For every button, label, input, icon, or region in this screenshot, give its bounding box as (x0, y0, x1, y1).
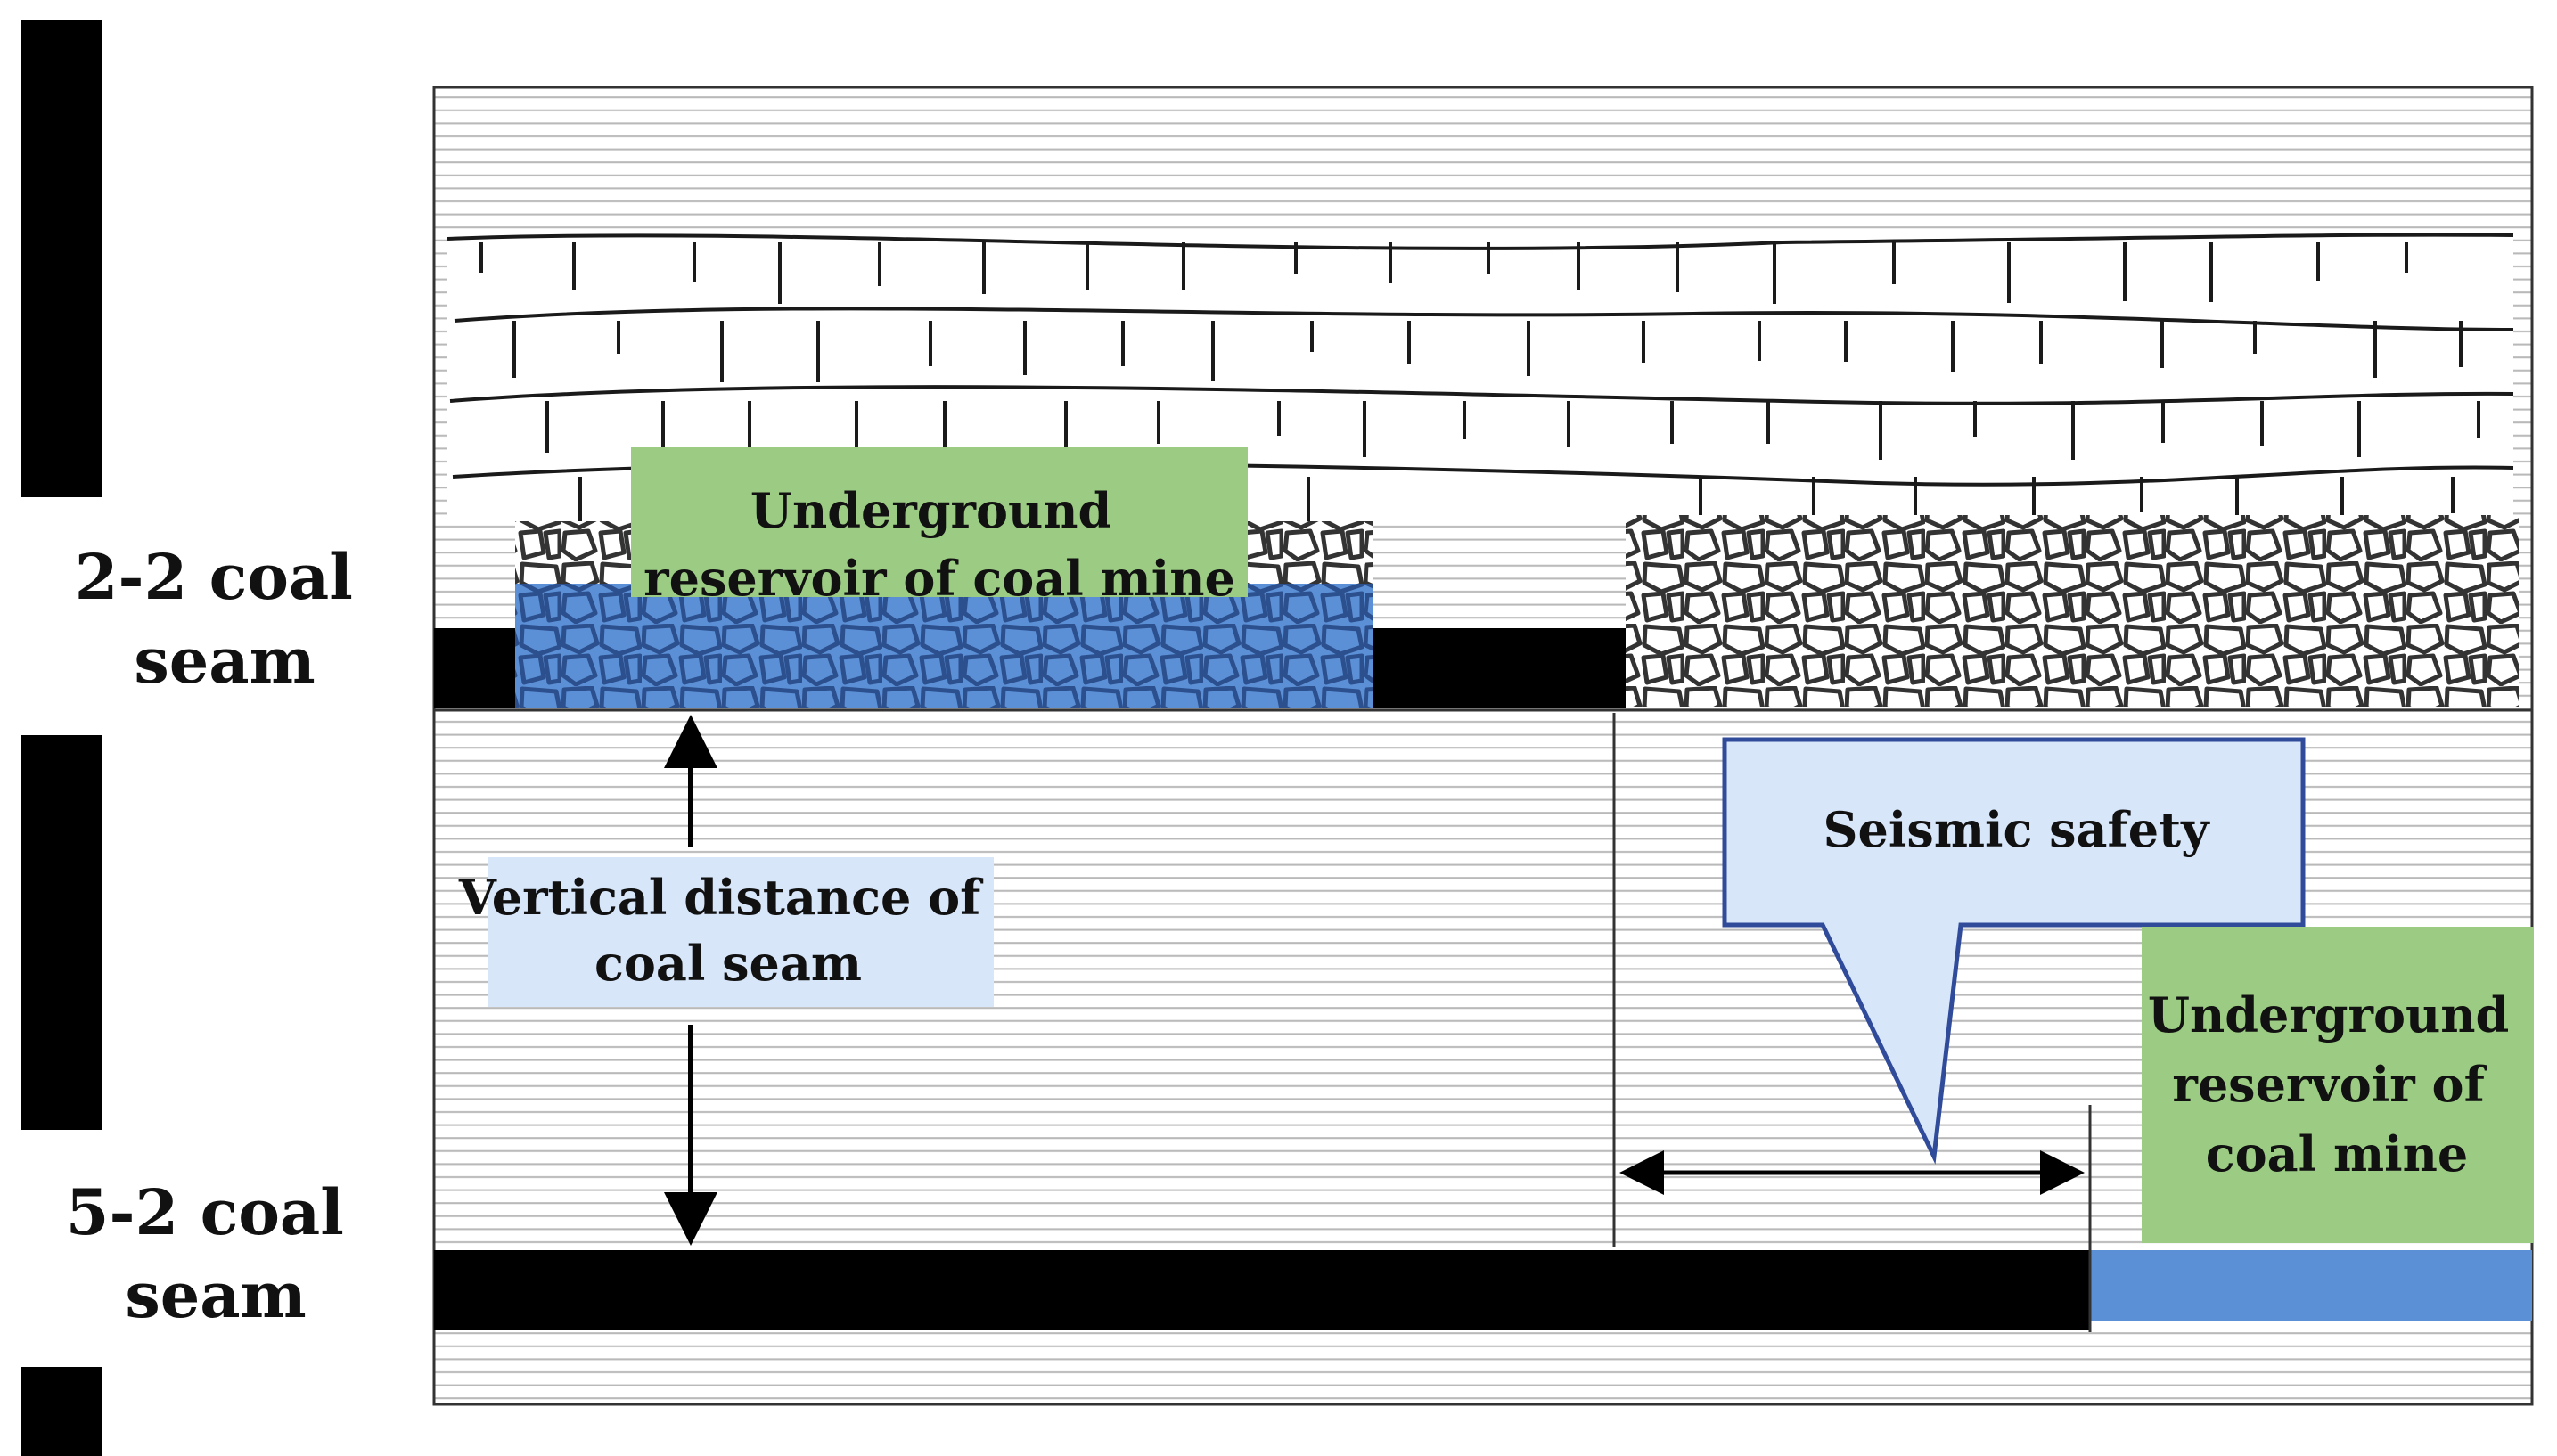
column-coal-bar-top (21, 20, 102, 497)
upper-reservoir-water (515, 584, 1373, 708)
svg-text:Underground reservoir o: Underground reservoir of coal mine (643, 482, 1235, 607)
coal-seam-2-2-middle (1373, 628, 1626, 708)
lower-reservoir-water (2090, 1250, 2532, 1321)
lower-reservoir-label: Underground reservoir of coal mine (2142, 927, 2534, 1243)
coal-seam-5-2 (434, 1250, 2090, 1330)
seismic-safety-callout: Seismic safety (1722, 737, 2306, 1165)
label-2-2-coal-seam: 2-2 coal seam (75, 540, 374, 698)
vertical-distance-label: Vertical distance of coal seam (458, 857, 997, 1007)
column-coal-bar-middle (21, 735, 102, 1130)
svg-text:Seismic safety: Seismic safety (1824, 801, 2211, 858)
right-gob-rubble (1626, 515, 2519, 707)
coal-seam-2-2-left (434, 628, 515, 708)
stratigraphic-column (21, 20, 102, 1456)
column-coal-bar-bottom (21, 1367, 102, 1456)
svg-text:Underground reservoir o: Underground reservoir of coal mine (2148, 986, 2526, 1182)
label-5-2-coal-seam: 5-2 coal seam (66, 1175, 365, 1332)
upper-reservoir-label: Underground reservoir of coal mine (631, 447, 1248, 607)
svg-text:Vertical distance of coa: Vertical distance of coal seam (458, 869, 997, 992)
